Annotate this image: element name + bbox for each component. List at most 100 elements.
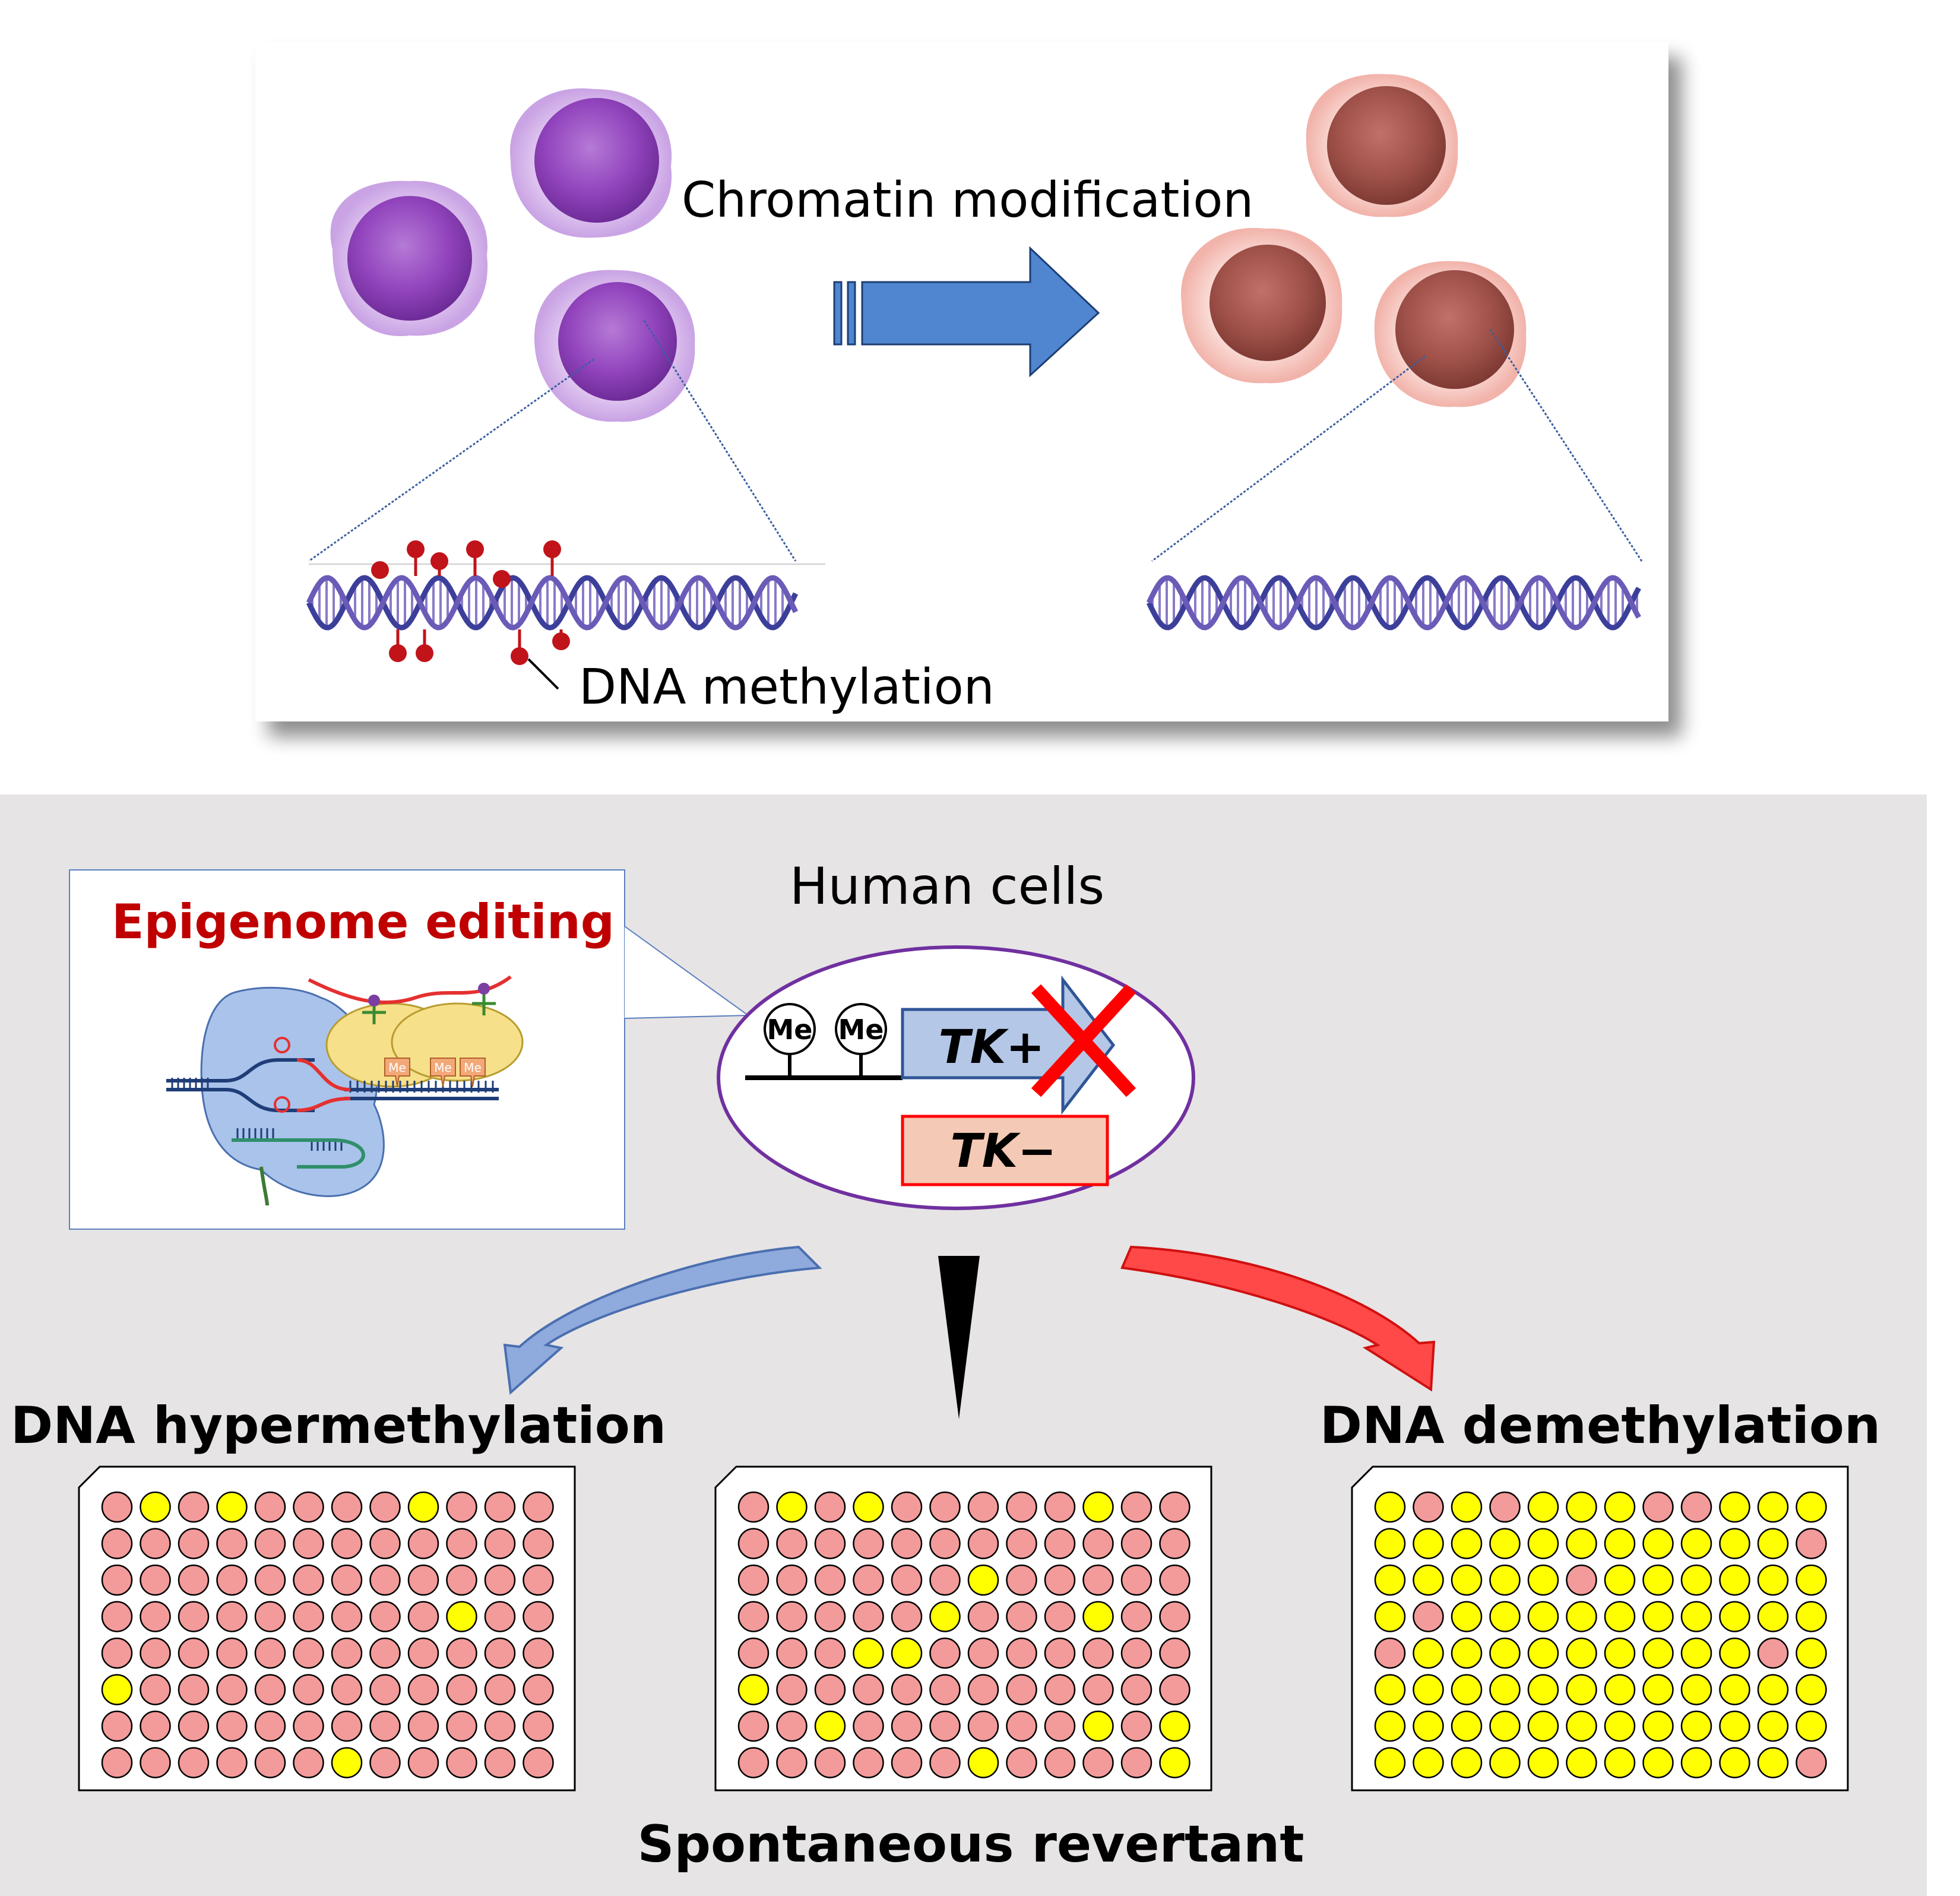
well-yellow <box>1527 1674 1559 1705</box>
well-pink <box>407 1528 439 1559</box>
well-yellow <box>929 1601 961 1632</box>
well-pink <box>1159 1674 1190 1705</box>
cell-purple-1 <box>330 181 488 337</box>
well-yellow <box>1413 1637 1444 1669</box>
well-pink <box>523 1747 554 1778</box>
well-yellow <box>1527 1528 1559 1559</box>
well-pink <box>101 1637 133 1669</box>
well-pink <box>967 1637 999 1669</box>
well-pink <box>254 1710 286 1742</box>
guide-rna-tail <box>259 1166 269 1206</box>
methyl-group-icon <box>543 540 561 558</box>
well-yellow <box>1451 1710 1483 1742</box>
well-yellow <box>1604 1491 1636 1523</box>
dna-helix-unmethylated <box>1146 575 1641 631</box>
well-yellow <box>1082 1710 1114 1742</box>
well-yellow <box>216 1491 248 1523</box>
human-cells-title: Human cells <box>790 857 1104 916</box>
well-pink <box>101 1601 133 1632</box>
well-yellow <box>1604 1528 1636 1559</box>
well-pink <box>101 1491 133 1523</box>
well-yellow <box>1719 1637 1750 1669</box>
well-yellow <box>1719 1491 1750 1523</box>
inset-title: Epigenome editing <box>112 894 615 949</box>
well-pink <box>407 1564 439 1596</box>
well-yellow <box>1796 1637 1827 1669</box>
well-pink <box>254 1564 286 1596</box>
well-pink <box>737 1637 770 1669</box>
bottom-panel: Epigenome editing <box>0 795 1927 1896</box>
well-pink <box>407 1601 439 1632</box>
well-yellow <box>1796 1491 1827 1523</box>
me-circle <box>764 1003 816 1055</box>
well-pink <box>1159 1601 1190 1632</box>
well-yellow <box>1451 1528 1483 1559</box>
well-pink <box>891 1564 923 1596</box>
well-pink <box>216 1564 248 1596</box>
gene-construct: Me Me TK+ TK− <box>745 975 1136 1186</box>
well-pink <box>737 1601 770 1632</box>
well-yellow <box>1680 1674 1712 1705</box>
well-pink <box>484 1528 516 1559</box>
methyl-group-icon <box>466 540 484 558</box>
well-pink <box>776 1674 808 1705</box>
well-pink <box>178 1491 210 1523</box>
methyl-group-icon <box>416 644 433 662</box>
well-pink <box>293 1491 324 1523</box>
well-yellow <box>1082 1601 1114 1632</box>
well-yellow <box>140 1491 171 1523</box>
well-pink <box>1796 1747 1827 1778</box>
well-pink <box>853 1601 884 1632</box>
well-pink <box>1006 1601 1037 1632</box>
well-yellow <box>101 1674 133 1705</box>
well-yellow <box>1604 1601 1636 1632</box>
well-pink <box>369 1528 401 1559</box>
well-yellow <box>1680 1637 1712 1669</box>
methyl-group-icon <box>493 570 511 588</box>
well-yellow <box>1489 1674 1521 1705</box>
well-pink <box>1120 1601 1152 1632</box>
well-pink <box>1044 1674 1076 1705</box>
well-pink <box>1082 1564 1114 1596</box>
well-pink <box>776 1710 808 1742</box>
well-pink <box>929 1637 961 1669</box>
well-pink <box>101 1747 133 1778</box>
well-pink <box>484 1674 516 1705</box>
methyl-label: DNA methylation <box>579 659 995 716</box>
me-tag: Me <box>460 1058 486 1087</box>
top-panel: DNA methylation Chromatin modification <box>255 42 1668 721</box>
arrow-label: Chromatin modification <box>682 172 1253 229</box>
well-yellow <box>1719 1747 1750 1778</box>
well-yellow <box>1642 1564 1674 1596</box>
well-pink <box>1006 1564 1037 1596</box>
well-yellow <box>776 1491 808 1523</box>
well-yellow <box>1757 1710 1789 1742</box>
well-yellow <box>407 1491 439 1523</box>
well-pink <box>523 1528 554 1559</box>
well-pink <box>891 1528 923 1559</box>
well-pink <box>1159 1491 1190 1523</box>
well-pink <box>1159 1637 1190 1669</box>
linker-node <box>478 983 490 995</box>
well-pink <box>929 1747 961 1778</box>
well-pink <box>216 1528 248 1559</box>
well-yellow <box>1413 1674 1444 1705</box>
well-pink <box>369 1674 401 1705</box>
well-yellow <box>1604 1637 1636 1669</box>
well-pink <box>1006 1491 1037 1523</box>
demethylation-arrow <box>1120 1245 1436 1392</box>
well-yellow <box>853 1637 884 1669</box>
methyl-pointer <box>527 658 559 690</box>
well-yellow <box>1719 1710 1750 1742</box>
well-yellow <box>1527 1491 1559 1523</box>
well-yellow <box>1680 1710 1712 1742</box>
well-pink <box>369 1637 401 1669</box>
well-pink <box>776 1747 808 1778</box>
guide-rna <box>232 1138 365 1169</box>
well-pink <box>331 1637 363 1669</box>
well-yellow <box>1796 1674 1827 1705</box>
label-spontaneous: Spontaneous revertant <box>638 1815 1304 1874</box>
well-yellow <box>446 1601 477 1632</box>
plate-hypermethylation <box>78 1465 576 1791</box>
